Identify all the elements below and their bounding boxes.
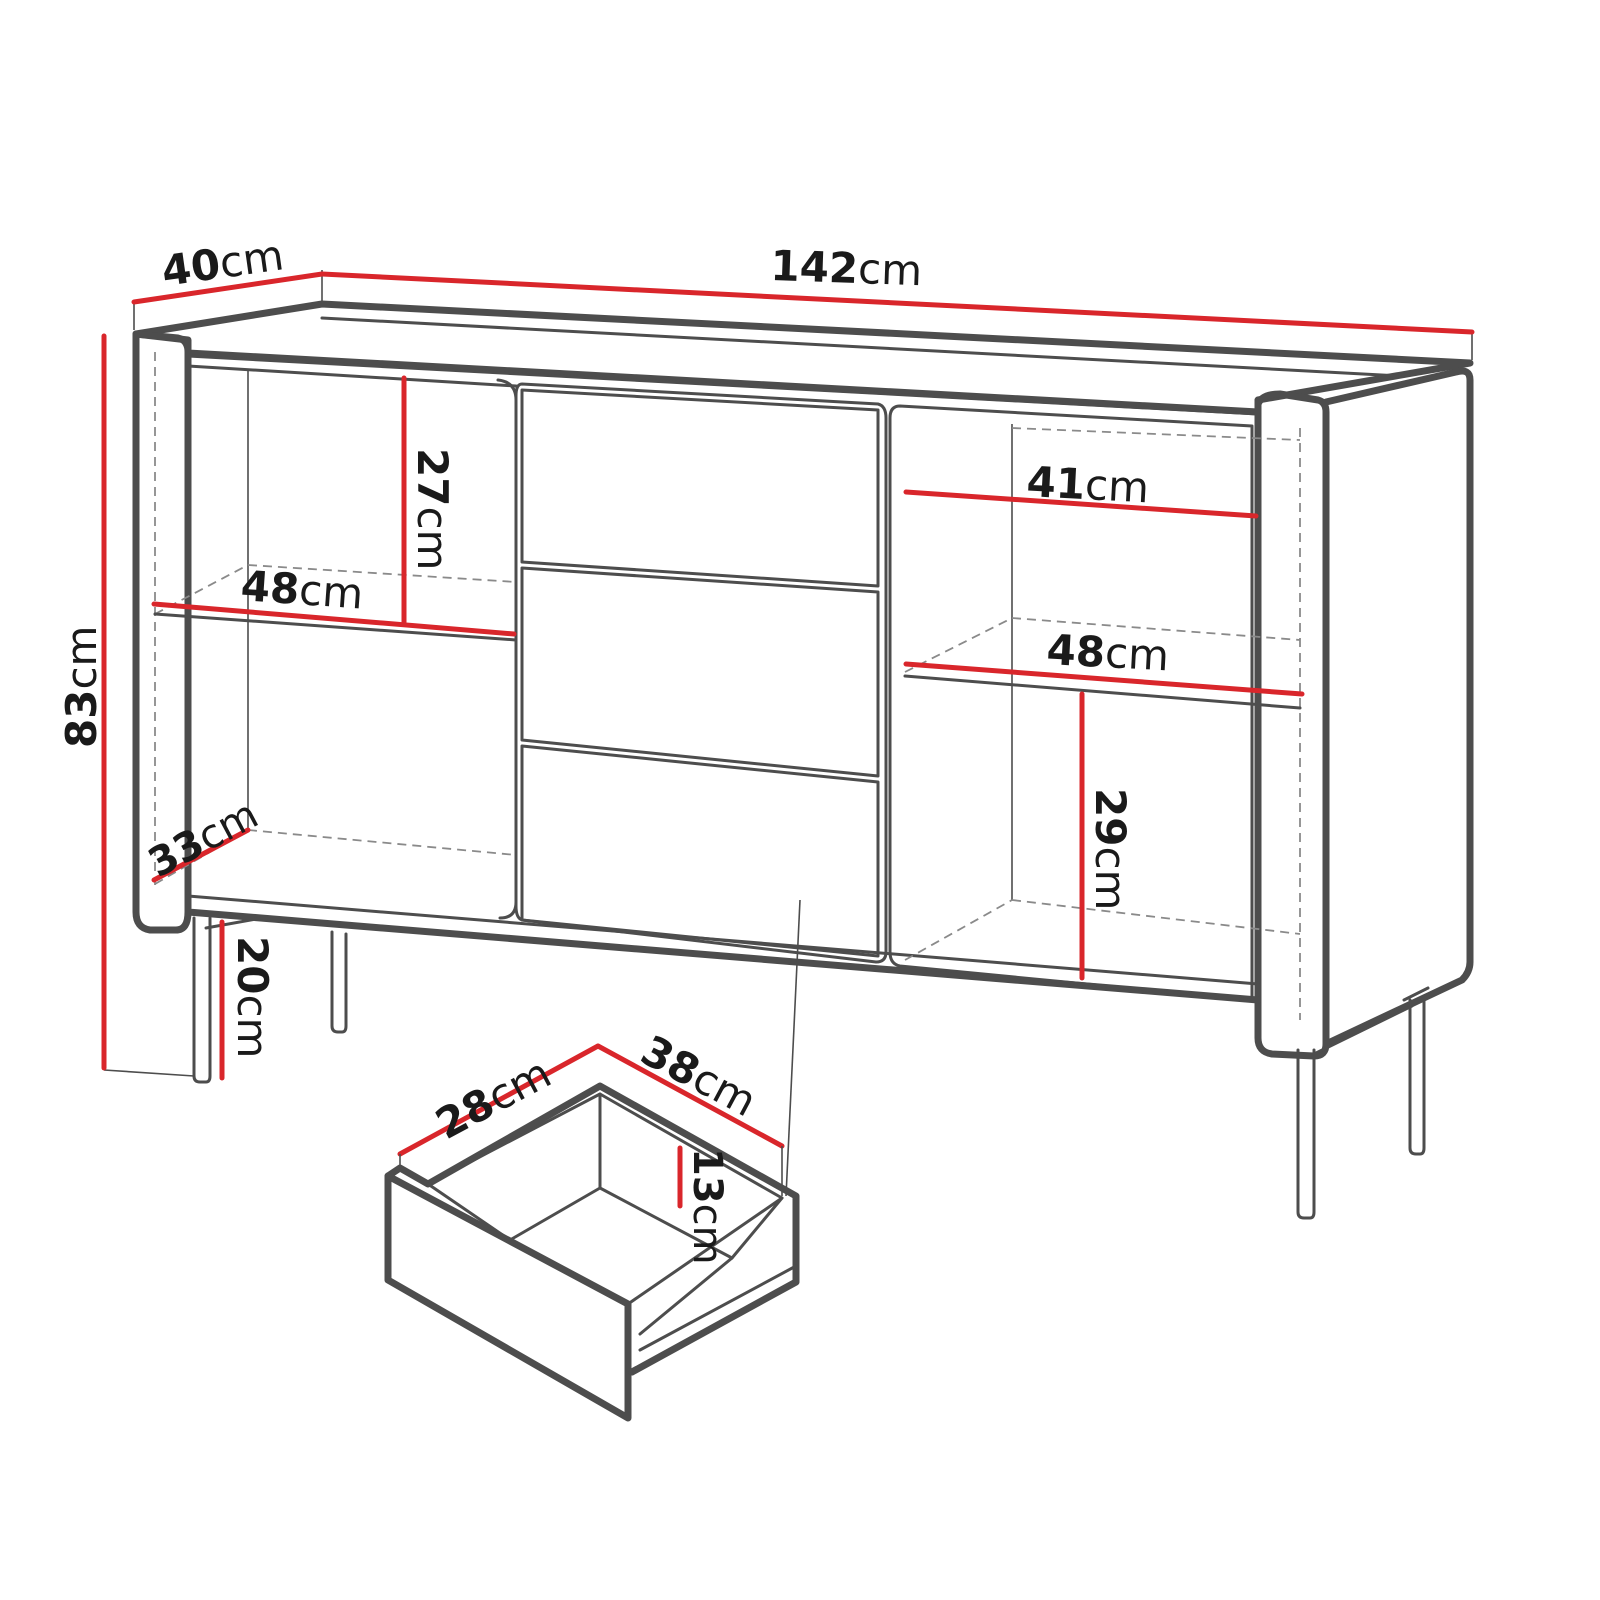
- leg-back-right-top: [1402, 986, 1430, 1002]
- drawer-stack-frame: [514, 382, 888, 964]
- dimension-labels: 40cm 142cm 83cm 27cm 48cm 41cm 48cm 29cm…: [57, 230, 1170, 1264]
- height-extension-bottom: [103, 1069, 195, 1077]
- left-compartment-divider: [496, 378, 518, 920]
- drawer-leader-line: [785, 899, 801, 1197]
- dim-depth-line: [131, 271, 325, 305]
- right-bottom-side-dash: [904, 899, 1013, 961]
- right-upper-back-dash: [1011, 427, 1301, 441]
- drawer-front-2: [520, 566, 880, 778]
- dim-right-inner-width-line: [903, 661, 1305, 697]
- top-front-edge: [186, 354, 1260, 416]
- label-drawer-depth: 28cm: [428, 1048, 559, 1149]
- left-side-panel: [132, 330, 192, 934]
- right-bottom-back-dash: [1011, 899, 1301, 935]
- dim-inner-depth-line: [151, 827, 251, 883]
- right-shelf-front: [903, 674, 1302, 710]
- drawer-detail-inner-rim: [426, 1092, 784, 1306]
- right-side-panel: [1254, 390, 1330, 1060]
- drawer-front-3: [520, 744, 880, 958]
- label-drawer-width: 38cm: [633, 1026, 764, 1127]
- leg-back-right: [1408, 998, 1426, 1156]
- label-drawer-height: 13cm: [684, 1148, 730, 1265]
- dimension-lines: [101, 270, 1475, 1209]
- leg-front-left: [192, 916, 212, 1084]
- drawer-detail-bottom-side: [638, 1264, 798, 1352]
- dim-right-upper-width-line: [903, 489, 1259, 519]
- label-right-lower-height: 29cm: [1086, 788, 1135, 910]
- drawer-detail-inner-corner-left: [426, 1182, 512, 1242]
- legs: [192, 916, 1430, 1220]
- dim-width-line: [319, 271, 1475, 335]
- dim-drawer-depth-line: [397, 1043, 601, 1157]
- right-side-outer-face: [1322, 367, 1474, 1048]
- right-shelf-back-dash: [1011, 617, 1301, 641]
- left-frame-top: [186, 364, 518, 388]
- cabinet-body: [132, 300, 1474, 1060]
- label-inner-depth: 33cm: [141, 791, 266, 886]
- right-compartment-frame: [888, 404, 1254, 1002]
- leg-front-right: [1296, 1048, 1316, 1220]
- leg-front-right-brace: [1312, 1004, 1414, 1056]
- dim-left-inner-width-line: [151, 601, 517, 637]
- leg-front-left-brace: [204, 916, 264, 930]
- top-panel-inner-edge: [320, 316, 1402, 378]
- dim-drawer-width-line: [595, 1043, 785, 1149]
- label-depth: 40cm: [159, 230, 287, 296]
- drawer-detail-floor: [508, 1186, 734, 1336]
- bottom-edge: [184, 894, 1262, 1004]
- left-bottom-back-dash: [247, 829, 517, 856]
- label-left-inner-width: 48cm: [239, 561, 365, 618]
- drawer-detail-front: [384, 1172, 632, 1422]
- leg-back-left: [330, 930, 348, 1034]
- drawer-front-1: [520, 388, 880, 588]
- label-width: 142cm: [770, 241, 923, 295]
- label-right-inner-width: 48cm: [1045, 625, 1170, 680]
- label-right-upper-width: 41cm: [1025, 457, 1150, 512]
- drawer-detail-inner-corner-right: [730, 1196, 784, 1260]
- left-shelf-front: [153, 612, 518, 642]
- label-height: 83cm: [57, 626, 106, 748]
- label-leg-height: 20cm: [228, 936, 277, 1058]
- label-left-shelf-gap: 27cm: [408, 448, 457, 570]
